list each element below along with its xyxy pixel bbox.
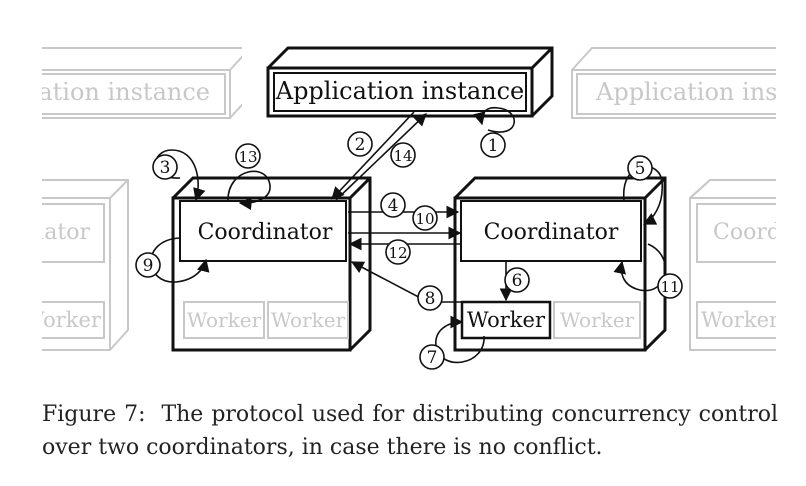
ghost-app-instance-left-label: Application instance [0,78,210,106]
step-number: 2 [355,135,366,155]
step-number: 12 [388,244,407,262]
arrow-step-1 [473,106,515,133]
worker-far-left-label: Worker [23,308,102,332]
step-badge-2: 2 [347,131,373,157]
worker-left-a-label: Worker [187,308,262,332]
step-badge-12: 12 [385,239,411,265]
node-right: Coordinator Worker Worker [453,176,667,352]
step-badge-3: 3 [152,154,178,180]
node-left: Coordinator Worker Worker [171,176,372,352]
ghost-app-instance-left: Application instance [0,47,242,119]
figure-label: Figure 7: [42,402,146,427]
ghost-app-instance-right: Application instance [571,47,806,119]
step-number: 11 [660,278,679,296]
arrow-step-9 [150,237,210,283]
step-number: 6 [512,271,523,291]
arrow-step-2 [335,113,427,201]
protocol-diagram: Application instance Coordinator Worker … [0,46,806,370]
step-number: 8 [425,289,436,309]
step-badge-5: 5 [627,155,653,181]
step-number: 4 [388,196,399,216]
arrow-step-14 [331,111,415,200]
step-badge-14: 14 [390,142,416,168]
step-badge-13: 13 [235,143,261,169]
step-badge-10: 10 [412,205,438,231]
app-instance-center-label: Application instance [275,77,525,105]
step-badge-11: 11 [657,273,683,299]
step-badge-4: 4 [380,192,406,218]
worker-right-active-label: Worker [467,308,546,332]
figure-caption: Figure 7: The protocol used for distribu… [42,398,778,464]
step-badge-1: 1 [480,132,506,158]
ghost-app-instance-right-label: Application instance [595,78,806,106]
step-number: 13 [238,148,257,166]
coordinator-left-label: Coordinator [198,220,333,245]
step-badge-6: 6 [504,267,530,293]
step-number: 3 [160,158,171,178]
ghost-coordinator-left-label: Coordinator [0,220,90,245]
worker-right-b-label: Worker [560,308,635,332]
ghost-left-group: Application instance Coordinator Worker [0,47,242,351]
arrow-step-13 [227,170,271,211]
step-number: 7 [427,348,438,368]
step-number: 1 [488,136,499,156]
step-number: 10 [415,210,434,228]
worker-far-right-label: Worker [701,308,780,332]
step-badge-9: 9 [135,252,161,278]
ghost-right-group: Application instance Coordinator Worker [571,47,806,351]
arrows [150,106,667,364]
ghost-coordinator-right-label: Coordinator [713,220,806,245]
step-badge-8: 8 [417,285,443,311]
arrow-step-11 [613,243,667,292]
step-number: 9 [143,256,154,276]
step-number: 5 [635,159,646,179]
coordinator-right-label: Coordinator [484,220,619,245]
caption-text: The protocol used for distributing concu… [42,402,778,460]
worker-left-b-label: Worker [271,308,346,332]
arrow-step-5 [623,165,663,225]
ghost-coordinator-left: Coordinator Worker [0,179,129,351]
step-number: 14 [393,147,412,165]
ghost-coordinator-right: Coordinator Worker [689,179,806,351]
app-instance-center: Application instance [266,46,554,118]
step-badge-7: 7 [419,344,445,370]
